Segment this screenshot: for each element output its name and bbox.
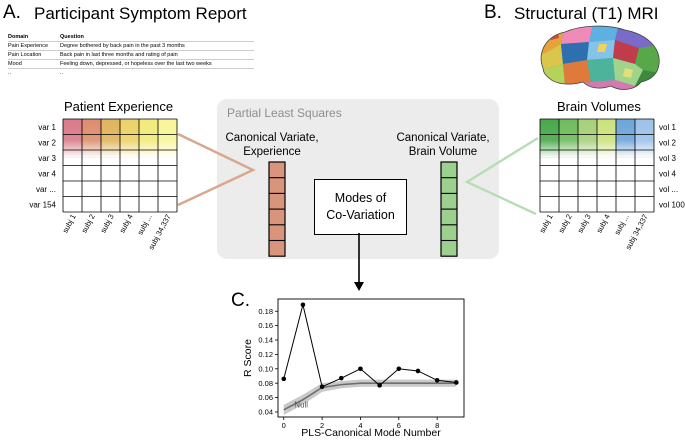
cv-brain-label: Canonical Variate, Brain Volume [396, 132, 490, 158]
y-tick-label: 0.10 [258, 364, 273, 373]
table-row: Mood Feeling down, depressed, or hopeles… [8, 60, 254, 69]
var-label: var 3 [38, 154, 56, 163]
table-cell: Feeling down, depressed, or hopeless ove… [60, 61, 212, 67]
pls-title: Partial Least Squares [227, 106, 342, 120]
y-axis-label: R Score [242, 339, 254, 377]
panel-b-letter: B. [484, 2, 502, 23]
table-cell: Degree bothered by back pain in the past… [60, 43, 185, 49]
vol-label: vol ... [659, 185, 678, 194]
panel-a-title: Participant Symptom Report [34, 4, 247, 23]
panel-b-title: Structural (T1) MRI [514, 4, 659, 23]
x-tick-label: 8 [435, 421, 439, 430]
y-tick-label: 0.06 [258, 393, 273, 402]
r-score-point [358, 366, 363, 372]
r-score-point [338, 375, 344, 381]
table-row: Pain Experience Degree bothered by back … [8, 42, 254, 51]
y-tick-label: 0.16 [258, 321, 273, 330]
r-score-point [434, 378, 440, 383]
x-tick-label: 0 [282, 421, 286, 430]
vol-label: vol 1 [659, 123, 676, 132]
arrow-head [354, 282, 364, 291]
x-tick-label: 4 [358, 421, 362, 430]
table-cell: .. [8, 70, 12, 76]
r-score-point [396, 366, 402, 372]
brain-connector [464, 136, 539, 216]
table-cell: Pain Experience [8, 43, 49, 49]
y-tick-label: 0.14 [258, 336, 273, 345]
x-axis-label: PLS-Canonical Mode Number [301, 427, 441, 439]
subj-label: subj 2 [556, 213, 573, 235]
var-label: var 2 [38, 139, 56, 148]
table-cell: Back pain in last three months and ratin… [60, 52, 178, 58]
subj-label: subj 1 [60, 213, 77, 235]
modes-box: Modes of Co-Variation [314, 179, 407, 235]
var-label: var 1 [38, 123, 56, 132]
header-question: Question [60, 34, 84, 40]
r-score-point [377, 383, 382, 388]
r-score-point [454, 380, 459, 385]
table-cell: Mood [8, 61, 22, 67]
brain-mri-icon [540, 25, 660, 90]
r-score-point [281, 376, 287, 382]
experience-connector [177, 132, 256, 207]
subj-label: subj 2 [79, 213, 96, 235]
table-cell: Pain Location [8, 52, 42, 58]
var-label: var ... [36, 185, 56, 194]
subj-label: subj 4 [117, 213, 134, 235]
r-score-point [415, 368, 421, 374]
panel-c-letter: C. [231, 290, 250, 311]
y-tick-label: 0.18 [258, 307, 273, 316]
var-label: var 154 [29, 201, 56, 210]
y-tick-label: 0.12 [258, 350, 273, 359]
subj-label: subj 4 [594, 213, 611, 235]
y-tick-label: 0.08 [258, 379, 273, 388]
x-tick-label: 2 [320, 421, 324, 430]
brain-volumes-title: Brain Volumes [557, 99, 641, 114]
plot-frame [277, 298, 465, 418]
header-domain: Domain [8, 34, 29, 40]
vol-label: vol 3 [659, 154, 676, 163]
subj-label: subj ... [612, 213, 630, 237]
var-label: var 4 [38, 170, 56, 179]
table-row: Pain Location Back pain in last three mo… [8, 51, 254, 60]
r-score-point [300, 302, 306, 308]
vol-label: vol 4 [659, 170, 676, 179]
patient-experience-title: Patient Experience [64, 99, 174, 114]
subj-label: subj 3 [575, 213, 592, 235]
table-cell: .. [60, 70, 64, 76]
null-line [283, 382, 457, 411]
vol-label: vol 2 [659, 139, 676, 148]
subj-label: subj 1 [537, 213, 554, 235]
r-score-point [319, 384, 325, 390]
null-band [283, 379, 457, 415]
y-tick-label: 0.04 [258, 408, 273, 417]
vol-label: vol 100 [659, 201, 685, 210]
null-label: Null [294, 401, 308, 410]
x-tick-label: 6 [397, 421, 401, 430]
panel-a-letter: A. [3, 2, 21, 23]
question-table: Domain Question Pain Experience Degree b… [8, 33, 254, 77]
r-score-line [283, 304, 457, 388]
cv-experience-label: Canonical Variate, Experience [225, 132, 319, 158]
table-row: .. .. [8, 69, 254, 77]
subj-label: subj 3 [98, 213, 115, 235]
subj-label: subj ... [135, 213, 153, 237]
question-table-header: Domain Question [8, 33, 254, 42]
